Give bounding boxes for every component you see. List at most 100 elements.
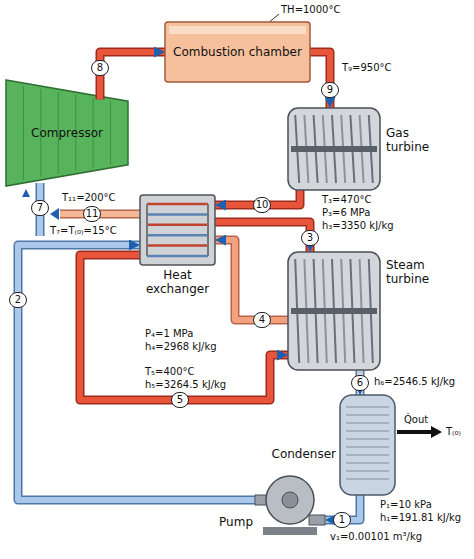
state-value: v₁=0.00101 m³/kg — [330, 531, 422, 543]
condenser-tube — [346, 447, 389, 448]
pipe — [215, 240, 288, 320]
pipe — [80, 255, 288, 400]
component-name: Heat exchanger — [134, 268, 221, 297]
compressor-body — [6, 80, 128, 186]
label-box: Combustion chamber — [173, 45, 302, 59]
pipe-connector — [215, 240, 288, 320]
condenser: Condenser — [340, 395, 395, 495]
state-value: T₃=470°C — [322, 194, 372, 206]
pump-shape — [255, 470, 325, 535]
condenser-tube — [346, 479, 389, 480]
flow-arrow — [50, 208, 59, 220]
state-value: TH=1000°C — [281, 4, 340, 16]
state-value: T₇=T₍₀₎=15°C — [50, 225, 117, 237]
state-number: 6 — [351, 375, 369, 391]
outlet-nozzle — [96, 80, 105, 99]
state-value: P₃=6 MPa — [322, 207, 370, 219]
component-name: Pump — [211, 515, 253, 529]
exchanger-tube — [147, 255, 208, 258]
state-value: P₄=1 MPa — [145, 328, 193, 340]
heat-exchanger-shape — [140, 195, 215, 265]
pipe — [18, 245, 255, 500]
pump-casing — [266, 476, 314, 524]
condenser-shape — [340, 395, 395, 495]
state-value: P₁=10 kPa — [380, 499, 432, 511]
label-box: Heat exchanger — [134, 268, 221, 297]
chamber-body — [165, 22, 310, 82]
pipe-connector — [80, 255, 288, 400]
condenser-tube — [346, 407, 389, 408]
flow-arrow — [22, 189, 30, 197]
state-value: h₆=2546.5 kJ/kg — [374, 376, 455, 388]
pipe-outline — [310, 52, 330, 108]
state-number: 3 — [301, 230, 319, 246]
combustion-chamber: Combustion chamber — [165, 22, 310, 82]
component-name: Condenser — [262, 447, 336, 461]
pipe — [100, 52, 165, 80]
pump-impeller — [282, 492, 298, 508]
steam-turbine: Steam turbine — [288, 252, 380, 370]
pipe — [310, 52, 330, 108]
pipe-outline — [215, 240, 288, 320]
label-box: Pump — [211, 515, 253, 529]
component-name: Steam turbine — [386, 258, 448, 287]
exchanger-body — [140, 195, 215, 265]
compressor: Compressor — [6, 80, 128, 186]
condenser-tube — [346, 431, 389, 432]
component-name: Combustion chamber — [173, 45, 302, 59]
turbine-casing — [288, 108, 380, 190]
highlight — [169, 26, 306, 34]
condenser-tube — [346, 455, 389, 456]
pipe-connector — [310, 52, 330, 108]
label-box: Steam turbine — [386, 258, 448, 287]
exchanger-tube — [147, 244, 208, 247]
compressor-stage — [23, 86, 24, 180]
heat-out-arrow — [397, 430, 432, 434]
state-number: 5 — [171, 392, 189, 408]
state-value: Q̇out — [404, 414, 428, 426]
state-value: T₅=400°C — [145, 366, 195, 378]
condenser-tube — [346, 439, 389, 440]
state-number: 10 — [253, 197, 271, 213]
pipe-outline — [18, 245, 255, 500]
state-number: 8 — [91, 60, 109, 76]
condenser-shell — [340, 395, 395, 495]
state-value: T₍₀₎ — [446, 426, 461, 438]
gas-turbine: Gas turbine — [288, 108, 380, 190]
pipe-connector — [18, 245, 255, 500]
pump-outlet — [309, 515, 325, 525]
condenser-tube — [346, 423, 389, 424]
label-box: Gas turbine — [386, 126, 448, 155]
pipe-outline — [100, 52, 165, 80]
condenser-tube — [346, 415, 389, 416]
pump-base — [263, 527, 317, 535]
state-value: T₁₁=200°C — [62, 192, 116, 204]
compressor-stage — [110, 101, 111, 165]
component-name: Gas turbine — [386, 126, 448, 155]
heat-out-arrow — [431, 426, 442, 438]
tube-bend — [207, 204, 209, 256]
label-box: Condenser — [262, 447, 336, 461]
steam-turbine-shape — [288, 252, 380, 370]
turbine-shaft — [291, 308, 377, 314]
state-value: h₅=3264.5 kJ/kg — [145, 379, 226, 391]
state-number: 9 — [321, 82, 339, 98]
state-number: 2 — [9, 292, 27, 308]
turbine-shaft — [291, 146, 377, 152]
state-value: h₄=2968 kJ/kg — [145, 341, 217, 353]
outlet-nozzle — [97, 80, 103, 99]
pipe-connector — [100, 52, 165, 80]
state-value: h₁=191.81 kJ/kg — [380, 512, 461, 524]
component-name: Compressor — [31, 126, 103, 140]
state-value: h₃=3350 kJ/kg — [322, 220, 394, 232]
exchanger-tube — [147, 224, 208, 227]
gas-turbine-shape — [288, 108, 380, 190]
exchanger-tube — [147, 203, 208, 206]
exchanger-tube — [147, 213, 208, 216]
condenser-tube — [346, 471, 389, 472]
label-box: Compressor — [31, 126, 103, 140]
state-number: 7 — [31, 200, 49, 216]
pipe-outline — [80, 255, 288, 400]
state-number: 4 — [253, 312, 271, 328]
